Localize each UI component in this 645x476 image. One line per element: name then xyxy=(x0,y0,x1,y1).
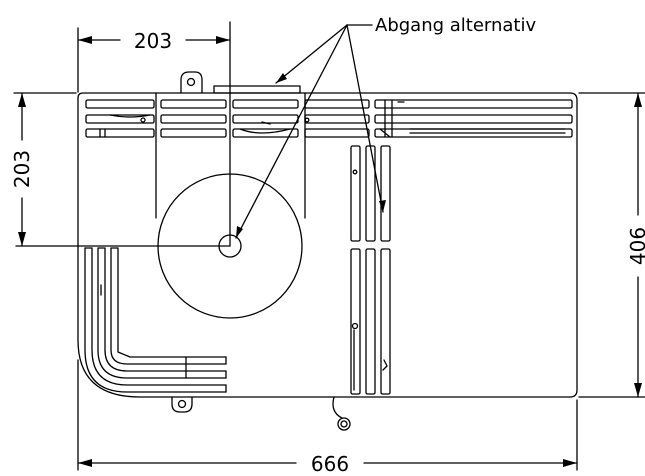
air-slots-vertical xyxy=(350,145,391,395)
annotation-label: Abgang alternativ xyxy=(375,15,536,36)
dimension-top xyxy=(77,27,231,93)
hopper-outline xyxy=(155,92,306,219)
dimension-right xyxy=(578,92,645,398)
dimension-bottom-label: 666 xyxy=(311,452,349,476)
cable-bottom xyxy=(332,396,351,431)
annotation-leaders xyxy=(235,24,384,239)
dimension-left xyxy=(13,92,77,247)
clip-bottom-left xyxy=(171,396,193,413)
annotation-arrowheads xyxy=(236,73,386,238)
air-slots-left xyxy=(84,247,227,393)
dimension-bottom xyxy=(77,359,578,471)
clip-top-left xyxy=(180,71,203,94)
stove-outline xyxy=(77,92,578,398)
outlet-plate xyxy=(213,85,301,94)
dimension-right-label: 406 xyxy=(626,227,645,265)
dimension-top-label: 203 xyxy=(134,29,172,53)
air-slots-top xyxy=(85,99,573,138)
dimension-left-label: 203 xyxy=(10,150,34,188)
